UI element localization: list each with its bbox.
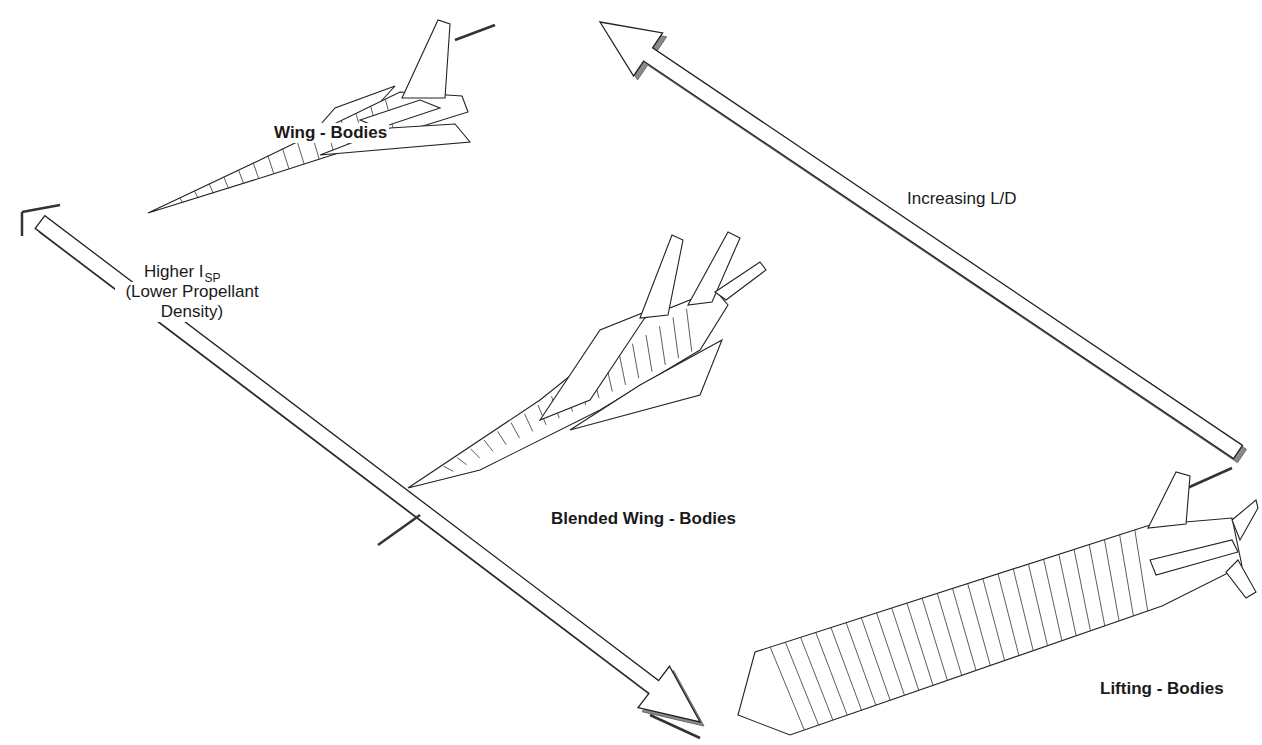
lifting-body xyxy=(738,518,1242,735)
axis-label: Increasing L/D xyxy=(905,189,1019,209)
engine-ramp xyxy=(1150,540,1238,575)
section-line xyxy=(619,353,626,385)
section-line xyxy=(998,574,1019,656)
section-line xyxy=(968,584,991,666)
section-line xyxy=(498,431,507,445)
section-line xyxy=(471,449,480,458)
blended-body xyxy=(408,290,728,488)
section-line xyxy=(861,618,890,700)
section-line xyxy=(484,440,493,451)
section-line xyxy=(1120,535,1134,616)
section-line xyxy=(525,414,533,432)
section-line xyxy=(209,184,213,194)
section-line xyxy=(1059,554,1076,635)
section-line xyxy=(922,598,947,680)
twin-tail-left xyxy=(640,235,683,318)
section-line xyxy=(907,603,933,685)
section-line xyxy=(1104,540,1119,621)
section-line xyxy=(687,309,692,352)
section-line xyxy=(297,141,304,164)
bracket-line xyxy=(650,715,700,738)
section-line xyxy=(444,466,454,471)
section-line xyxy=(1074,549,1090,630)
section-line xyxy=(673,318,679,359)
vertical-tail xyxy=(402,20,450,98)
section-line xyxy=(457,458,467,465)
section-line xyxy=(770,647,804,730)
section-line xyxy=(180,198,183,203)
section-line xyxy=(831,628,862,711)
vehicle-class-label: Blended Wing - Bodies xyxy=(549,509,738,529)
vehicle-class-label: Wing - Bodies xyxy=(272,123,389,143)
section-line xyxy=(1089,545,1105,626)
fin-aft xyxy=(1232,500,1258,540)
section-line xyxy=(846,623,876,706)
isp-arrow xyxy=(35,216,700,722)
section-line xyxy=(633,344,639,379)
section-line xyxy=(937,593,961,675)
section-line xyxy=(1135,530,1148,611)
section-line xyxy=(1028,564,1047,646)
section-line xyxy=(253,163,259,179)
section-line xyxy=(511,423,520,439)
fin-upper xyxy=(1148,472,1190,528)
section-line xyxy=(194,191,198,198)
bracket-line xyxy=(378,515,420,545)
section-line xyxy=(238,170,243,184)
vehicle-class-label: Lifting - Bodies xyxy=(1098,679,1226,699)
section-line xyxy=(801,637,833,720)
section-line xyxy=(283,149,290,170)
bracket-line xyxy=(21,212,24,236)
section-line xyxy=(224,177,229,189)
fuselage xyxy=(148,92,468,213)
axis-note: (Lower Propellant Density) xyxy=(115,282,269,322)
bracket-line xyxy=(455,25,495,40)
tail-cone xyxy=(715,262,766,300)
lifting-sections xyxy=(770,530,1148,730)
section-line xyxy=(646,335,652,372)
blended-wing-right xyxy=(570,340,722,430)
section-line xyxy=(877,613,905,695)
section-line xyxy=(983,579,1005,661)
axis-label: Higher I xyxy=(142,262,206,282)
section-line xyxy=(816,632,847,715)
section-line xyxy=(1013,569,1033,651)
section-line xyxy=(785,642,818,725)
section-line xyxy=(892,608,919,690)
fin-lower xyxy=(1226,560,1256,598)
section-line xyxy=(268,156,274,174)
section-line xyxy=(1044,559,1062,641)
section-line xyxy=(660,326,666,365)
bracket-line xyxy=(22,205,60,212)
